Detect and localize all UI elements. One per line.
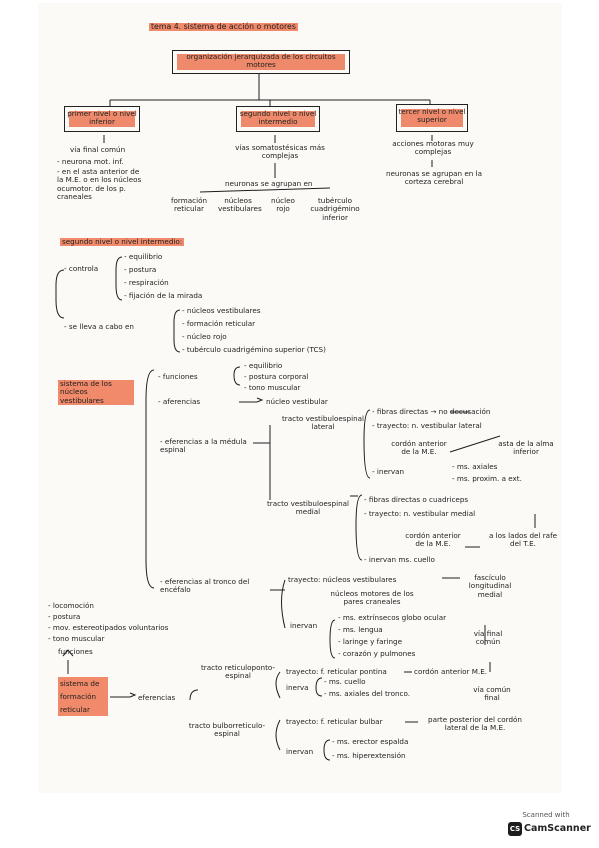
te-inervan: inervan <box>290 621 318 630</box>
ret-func-1: - postura <box>48 612 81 621</box>
camscanner-watermark: Scanned with CS CamScanner <box>502 811 591 841</box>
second-item-2: núcleo rojo <box>271 196 295 214</box>
controla-label: - controla <box>64 264 99 273</box>
vest-aferencias: - aferencias <box>158 397 201 406</box>
first-level-label: primer nivel o nivel inferior <box>67 109 137 127</box>
reticular-label: sistema de formación reticular <box>58 677 108 716</box>
te-trayecto: trayecto: núcleos vestibulares <box>288 575 397 584</box>
first-level-box: primer nivel o nivel inferior <box>64 106 140 132</box>
lleva-label: - se lleva a cabo en <box>64 322 134 331</box>
lleva-item-3: - tubérculo cuadrigémino superior (TCS) <box>182 345 326 354</box>
lat-item-7: - ms. proxim. a ext. <box>452 474 522 483</box>
t1-item-0: - ms. cuello <box>324 677 366 686</box>
page-title: tema 4. sistema de acción o motores <box>149 22 298 32</box>
lleva-item-2: - núcleo rojo <box>182 332 227 341</box>
tracto-lateral: tracto vestibuloespinal lateral <box>281 414 365 432</box>
ret-eferencias: eferencias <box>138 693 176 702</box>
controla-item-1: - postura <box>124 265 157 274</box>
first-level-desc: vía final común <box>70 145 126 154</box>
t1-inerva: inerva <box>286 683 309 692</box>
t2-item-1: - ms. hiperextensión <box>332 751 406 760</box>
second-item-0: formación reticular <box>170 196 208 214</box>
te-inervan-3: - corazón y pulmones <box>338 649 416 658</box>
camscanner-logo-icon: CS <box>508 822 522 836</box>
te-inervan-0: - ms. extrínsecos globo ocular <box>338 613 447 622</box>
lat-item-2: - trayecto: n. vestibular lateral <box>372 421 482 430</box>
vest-eferencias-te: - eferencias al tronco del encéfalo <box>160 577 250 595</box>
t2-item-0: - ms. erector espalda <box>332 737 409 746</box>
t2-dest: parte posterior del cordón lateral de la… <box>428 715 522 733</box>
vest-funciones: - funciones <box>158 372 198 381</box>
section2-heading: segundo nivel o nivel intermedio: <box>60 237 185 247</box>
med-item-3: a los lados del rafe del T.E. <box>488 531 558 549</box>
te-via-final: vía final común <box>473 629 503 647</box>
vest-func-2: - tono muscular <box>244 383 301 392</box>
med-item-2: cordón anterior de la M.E. <box>405 531 461 549</box>
vest-eferencias-me: - eferencias a la médula espinal <box>160 437 247 455</box>
te-fasciculo: fascículo longitudinal medial <box>468 573 512 599</box>
scanner-caption: Scanned with <box>522 811 570 819</box>
te-inervan-2: - laringe y faringe <box>338 637 403 646</box>
scanner-brand: CamScanner <box>524 823 591 834</box>
ret-funciones-label: funciones <box>58 647 93 656</box>
lat-item-4: asta de la alma inferior <box>498 439 554 457</box>
third-level-desc: acciones motoras muy complejas <box>392 139 474 157</box>
ret-func-2: - mov. estereotipados voluntarios <box>48 623 169 632</box>
t1-via: vía común final <box>473 685 511 703</box>
lleva-item-1: - formación reticular <box>182 319 256 328</box>
vestibular-label: sistema de los núcleos vestibulares <box>58 379 134 406</box>
third-level-sub: neuronas se agrupan en la corteza cerebr… <box>385 169 483 187</box>
t1-dest: cordón anterior M.E. <box>414 667 488 676</box>
controla-item-3: - fijación de la mirada <box>124 291 203 300</box>
t2-trayecto: trayecto: f. reticular bulbar <box>286 717 383 726</box>
second-level-sub: neuronas se agrupan en <box>225 179 313 188</box>
lleva-item-0: - núcleos vestibulares <box>182 306 261 315</box>
ret-func-0: - locomoción <box>48 601 94 610</box>
tracto-medial: tracto vestibuloespinal medial <box>266 499 350 517</box>
t1-item-1: - ms. axiales del tronco. <box>324 689 411 698</box>
t1-trayecto: trayecto: f. reticular pontina <box>286 667 387 676</box>
te-inervan-1: - ms. lengua <box>338 625 383 634</box>
tracto2: tracto bulborreticulo-espinal <box>188 721 266 739</box>
ret-func-3: - tono muscular <box>48 634 105 643</box>
controla-item-0: - equilibrio <box>124 252 163 261</box>
lat-item-3: cordón anterior de la M.E. <box>391 439 447 457</box>
main-box-label: organización jerarquizada de los circuit… <box>186 52 336 70</box>
second-level-label: segundo nivel o nivel intermedio <box>239 109 317 127</box>
t2-inervan: inervan <box>286 747 314 756</box>
first-level-note-2: - en el asta anterior de la M.E. o en lo… <box>57 167 142 202</box>
lat-item-0: - fibras directas → no decusación <box>372 407 491 416</box>
third-level-box: tercer nivel o nivel superior <box>396 104 468 132</box>
med-item-4: - inervan ms. cuello <box>364 555 435 564</box>
third-level-label: tercer nivel o nivel superior <box>398 107 466 125</box>
vest-func-0: - equilibrio <box>244 361 283 370</box>
main-box: organización jerarquizada de los circuit… <box>172 50 350 74</box>
second-level-desc: vías somatostésicas más complejas <box>235 143 325 161</box>
med-item-1: - trayecto: n. vestibular medial <box>364 509 476 518</box>
first-level-note-1: - neurona mot. inf. <box>57 157 124 166</box>
vest-func-1: - postura corporal <box>244 372 309 381</box>
controla-item-2: - respiración <box>124 278 169 287</box>
second-level-box: segundo nivel o nivel intermedio <box>236 106 320 132</box>
lat-item-5: - inervan <box>372 467 405 476</box>
second-item-1: núcleos vestibulares <box>218 196 262 214</box>
te-nucleos: núcleos motores de los pares craneales <box>330 589 414 607</box>
vest-aferencias-target: núcleo vestibular <box>266 397 328 406</box>
tracto1: tracto reticuloponto-espinal <box>200 663 276 681</box>
med-item-0: - fibras directas o cuadriceps <box>364 495 469 504</box>
lat-item-6: - ms. axiales <box>452 462 498 471</box>
second-item-3: tubérculo cuadrigémino inferior <box>310 196 360 222</box>
